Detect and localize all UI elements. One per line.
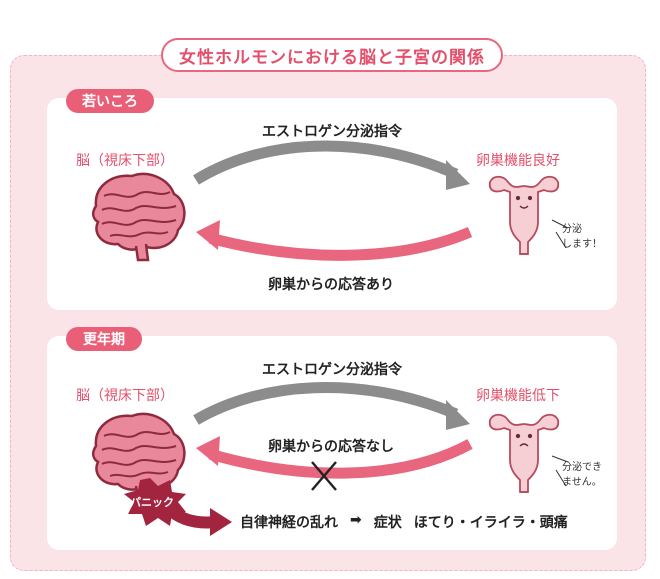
result-arrow-icon: ➡: [350, 512, 362, 528]
cross-icon: [311, 461, 337, 491]
young-secretion-line1: 分泌: [562, 224, 582, 235]
young-secretion-note: 分泌 します！: [562, 222, 602, 252]
meno-ovary-label: 卵巣機能低下: [476, 388, 560, 404]
meno-command-arrowhead: [446, 400, 470, 430]
meno-response-label: 卵巣からの応答なし: [268, 439, 394, 455]
uterus-icon-meno: [488, 413, 560, 493]
menopause-tag: 更年期: [66, 327, 142, 351]
young-response-arrow: [208, 226, 473, 261]
young-tag: 若いころ: [66, 89, 154, 113]
young-command-arrow: [193, 140, 459, 185]
panic-arrowhead: [210, 508, 232, 536]
uterus-face: [515, 195, 533, 209]
young-response-label: 卵巣からの応答あり: [268, 277, 394, 293]
young-command-label: エストロゲン分泌指令: [262, 124, 402, 140]
secretion-pointer-young: [551, 219, 569, 249]
young-command-arrowhead: [446, 160, 470, 190]
meno-brain-label: 脳（視床下部）: [76, 388, 174, 404]
result-label: 症状: [373, 515, 402, 531]
meno-command-arrow: [193, 382, 459, 425]
young-secretion-line2: します！: [562, 239, 602, 250]
meno-secretion-line2: ません。: [562, 477, 602, 488]
young-brain-label: 脳（視床下部）: [76, 153, 174, 169]
meno-response-arrowhead: [196, 436, 220, 466]
uterus-icon: [488, 175, 560, 255]
meno-secretion-line1: 分泌でき: [562, 462, 602, 473]
result-cause: 自律神経の乱れ: [240, 515, 338, 531]
young-ovary-label: 卵巣機能良好: [476, 153, 560, 169]
secretion-pointer-meno: [551, 455, 569, 487]
result-row: 自律神経の乱れ ➡ 症状 ほてり・イライラ・頭痛: [240, 512, 568, 532]
meno-command-label: エストロゲン分泌指令: [262, 362, 402, 378]
young-response-arrowhead: [196, 220, 220, 250]
panic-burst-icon: [124, 478, 186, 526]
result-symptoms: ほてり・イライラ・頭痛: [413, 515, 568, 531]
brain-icon: [91, 172, 186, 262]
meno-secretion-note: 分泌でき ません。: [562, 460, 602, 490]
panic-label: パニック: [130, 496, 174, 509]
uterus-face-meno: [515, 433, 533, 447]
diagram-title: 女性ホルモンにおける脳と子宮の関係: [161, 38, 503, 72]
meno-response-arrow: [208, 439, 473, 479]
